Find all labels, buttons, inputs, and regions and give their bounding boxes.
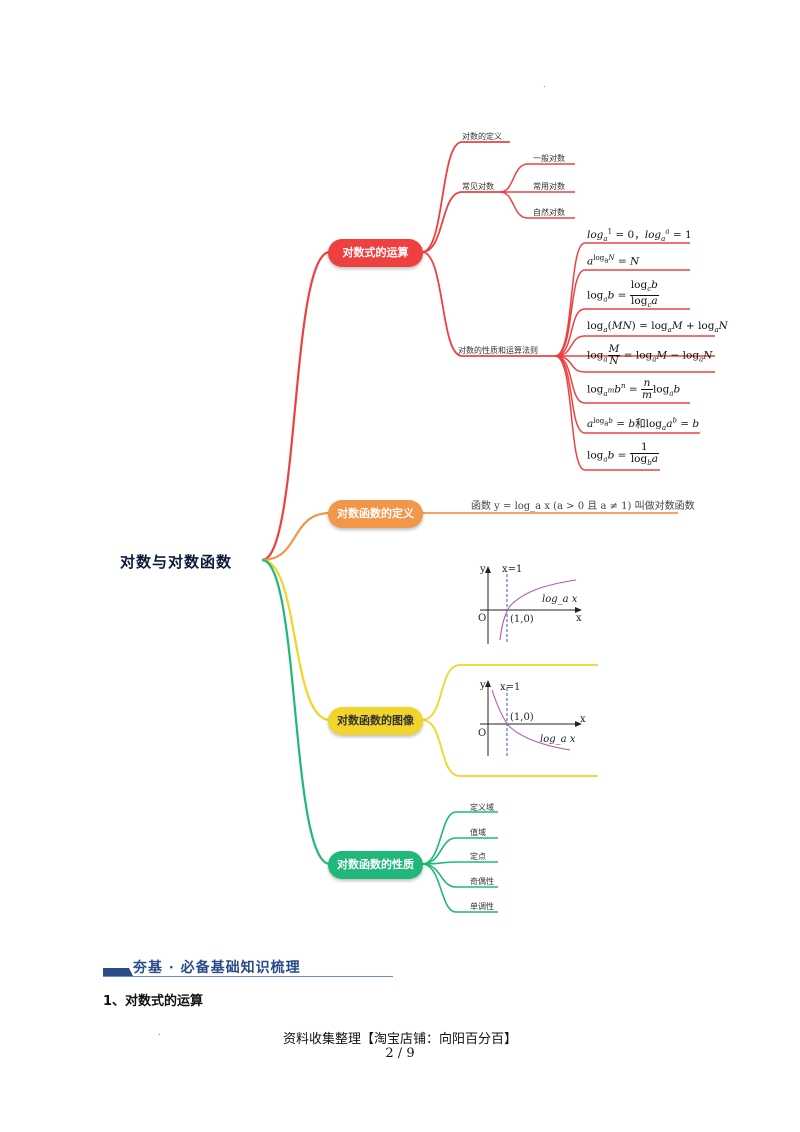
svg-text:O: O <box>478 728 486 739</box>
svg-text:x: x <box>576 613 582 624</box>
branch-props[interactable]: 对数函数的性质 <box>328 851 423 879</box>
prop-parity: 奇偶性 <box>470 877 494 886</box>
svg-text:log_a x: log_a x <box>542 594 578 605</box>
branch-def[interactable]: 对数函数的定义 <box>328 500 423 528</box>
page-number: 2 / 9 <box>385 1046 415 1061</box>
section-title: 夯基 · 必备基础知识梳理 <box>133 960 301 976</box>
formula-7: alogab = b和logaab = b <box>587 416 700 433</box>
prop-range: 值域 <box>470 828 486 837</box>
svg-text:(1,0): (1,0) <box>510 614 534 625</box>
log-function-definition: 函数 y = log_a x (a > 0 且 a ≠ 1) 叫做对数函数 <box>471 501 695 512</box>
svg-text:x: x <box>580 714 586 725</box>
root-topic: 对数与对数函数 <box>120 553 233 571</box>
prop-fixed-point: 定点 <box>470 852 486 861</box>
svg-text:(1,0): (1,0) <box>510 712 534 723</box>
branch-line-props <box>261 558 331 866</box>
mind-map: 对数与对数函数 对数式的运算 对数函数的定义 对数函数的图像 对数函数的性质 对… <box>120 132 728 913</box>
graph-increasing: y x=1 O (1,0) x log_a x <box>478 564 582 644</box>
branch-line-def <box>261 511 331 562</box>
label-natural-log: 自然对数 <box>533 208 565 217</box>
svg-text:O: O <box>478 613 486 624</box>
svg-text:x=1: x=1 <box>500 682 520 693</box>
subsection-heading: 1、对数式的运算 <box>103 994 204 1009</box>
page-dot-top: . <box>543 80 546 89</box>
label-common-log: 常用对数 <box>533 182 565 191</box>
svg-text:log_a x: log_a x <box>540 734 576 745</box>
label-common-logs: 常见对数 <box>462 182 494 191</box>
page-dot-bottom: . <box>158 1028 161 1037</box>
branch-line-graph <box>261 558 331 722</box>
mind-map-lines <box>261 141 715 913</box>
svg-text:y: y <box>479 564 486 575</box>
formula-4: loga(MN) = logaM + logaN <box>587 320 728 335</box>
label-general-log: 一般对数 <box>533 154 565 163</box>
branch-line-ops <box>261 250 331 562</box>
svg-text:y: y <box>479 680 486 691</box>
svg-text:x=1: x=1 <box>502 564 522 575</box>
label-log-definition: 对数的定义 <box>462 132 502 141</box>
branch-graph[interactable]: 对数函数的图像 <box>328 707 423 735</box>
formula-2: alogaN = N <box>587 254 640 268</box>
graph-decreasing: y x=1 O (1,0) x log_a x <box>478 680 586 756</box>
formula-1: loga1 = 0，logaa = 1 <box>587 227 692 244</box>
branch-ops[interactable]: 对数式的运算 <box>328 239 423 267</box>
prop-monotonicity: 单调性 <box>470 902 494 911</box>
label-log-rules: 对数的性质和运算法则 <box>458 346 538 355</box>
footer-text: 资料收集整理【淘宝店铺：向阳百分百】 <box>282 1032 517 1047</box>
prop-domain: 定义域 <box>470 803 494 812</box>
section-bar <box>103 968 393 977</box>
